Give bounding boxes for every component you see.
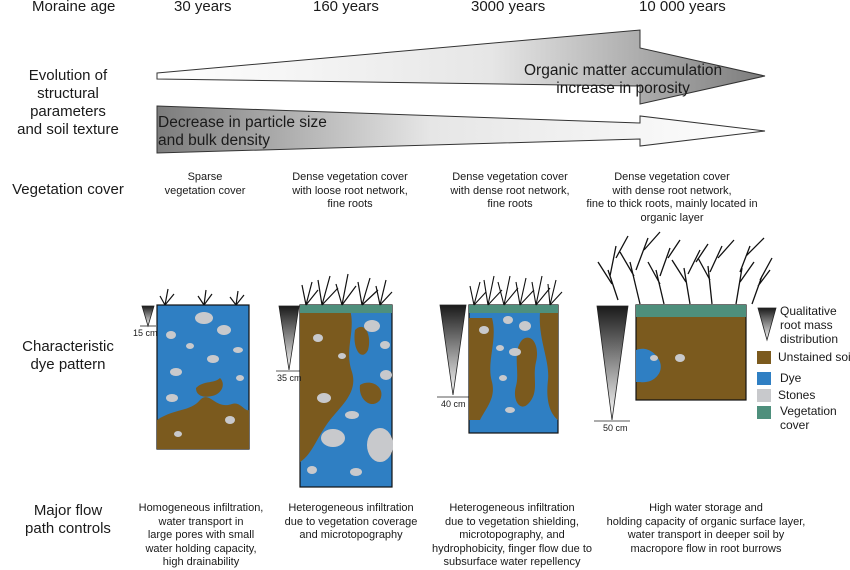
root-wedge-legend xyxy=(757,307,777,342)
depth-3000: 40 cm xyxy=(441,399,466,409)
root-wedge-160 xyxy=(278,305,300,371)
organic-matter-arrow xyxy=(156,29,766,105)
soil-profile-10000 xyxy=(597,231,773,401)
age-30: 30 years xyxy=(174,0,232,15)
age-160: 160 years xyxy=(313,0,379,15)
flow-160: Heterogeneous infiltration due to vegeta… xyxy=(284,502,418,541)
row-label-vegetation: Vegetation cover xyxy=(12,181,124,198)
legend-swatch-stones xyxy=(757,389,771,402)
vegetation-160: Dense vegetation cover with loose root n… xyxy=(292,171,408,210)
legend-dye: Dye xyxy=(780,371,802,385)
legend-swatch-dye xyxy=(757,372,771,385)
age-3000: 3000 years xyxy=(471,0,546,15)
legend-swatch-vegetation xyxy=(757,406,771,419)
vegetation-30: Sparse vegetation cover xyxy=(164,171,246,197)
vegetation-3000: Dense vegetation cover with dense root n… xyxy=(450,171,570,210)
flow-30: Homogeneous infiltration, water transpor… xyxy=(138,502,264,568)
legend-root-mass: Qualitative root mass distribution xyxy=(780,304,839,346)
root-wedge-30 xyxy=(141,305,155,328)
depth-10000: 50 cm xyxy=(603,423,628,433)
legend-stones: Stones xyxy=(778,388,816,402)
organic-matter-text: Organic matter accumulation increase in … xyxy=(524,62,723,97)
flow-10000: High water storage and holding capacity … xyxy=(606,502,806,555)
depth-30: 15 cm xyxy=(133,328,158,338)
legend-unstained: Unstained soil xyxy=(778,350,850,364)
depth-160: 35 cm xyxy=(277,373,302,383)
row-label-dye: Characteristic dye pattern xyxy=(22,338,114,373)
legend-swatch-unstained xyxy=(757,351,771,364)
root-wedge-10000 xyxy=(596,305,629,421)
moraine-age-label: Moraine age xyxy=(32,0,116,15)
soil-profile-3000 xyxy=(468,275,563,434)
soil-profile-160 xyxy=(299,273,393,488)
legend-vegetation: Vegetation cover xyxy=(780,404,837,432)
root-wedge-3000 xyxy=(439,304,467,396)
flow-3000: Heterogeneous infiltration due to vegeta… xyxy=(432,502,592,568)
row-label-evolution: Evolution of structural parameters and s… xyxy=(17,67,119,138)
row-label-flow: Major flow path controls xyxy=(25,502,111,537)
particle-size-text: Decrease in particle size and bulk densi… xyxy=(158,114,327,149)
age-10000: 10 000 years xyxy=(639,0,726,15)
vegetation-10000: Dense vegetation cover with dense root n… xyxy=(586,171,758,224)
soil-profile-30 xyxy=(156,288,250,450)
particle-size-arrow xyxy=(156,105,766,154)
